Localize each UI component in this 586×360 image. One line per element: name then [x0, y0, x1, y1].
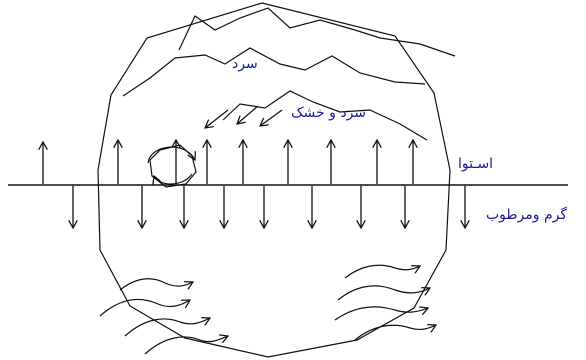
southern-currents-right — [335, 265, 436, 340]
wavy-arrow — [345, 265, 420, 278]
globe-outline — [98, 3, 450, 357]
circulation-cell — [148, 145, 196, 187]
diagonal-arrows — [205, 106, 282, 128]
polar-front-middle — [123, 48, 425, 96]
wavy-arrow — [125, 318, 210, 336]
wavy-arrow — [100, 300, 190, 316]
southern-currents-left — [100, 279, 228, 354]
polar-fronts — [123, 8, 455, 140]
diagonal-arrow — [260, 110, 282, 126]
label-cold: سرد — [232, 56, 258, 72]
wavy-arrow — [355, 325, 436, 340]
wavy-arrow — [338, 286, 430, 300]
wavy-arrow — [120, 279, 193, 290]
label-warm-humid: گرم ومرطوب — [486, 207, 567, 223]
wavy-arrow — [335, 307, 428, 320]
label-cold-dry: سرد و خشک — [291, 105, 366, 121]
label-equator: اسـتوا — [458, 156, 493, 172]
diagonal-arrow — [237, 106, 258, 124]
downward-arrows — [73, 186, 465, 228]
